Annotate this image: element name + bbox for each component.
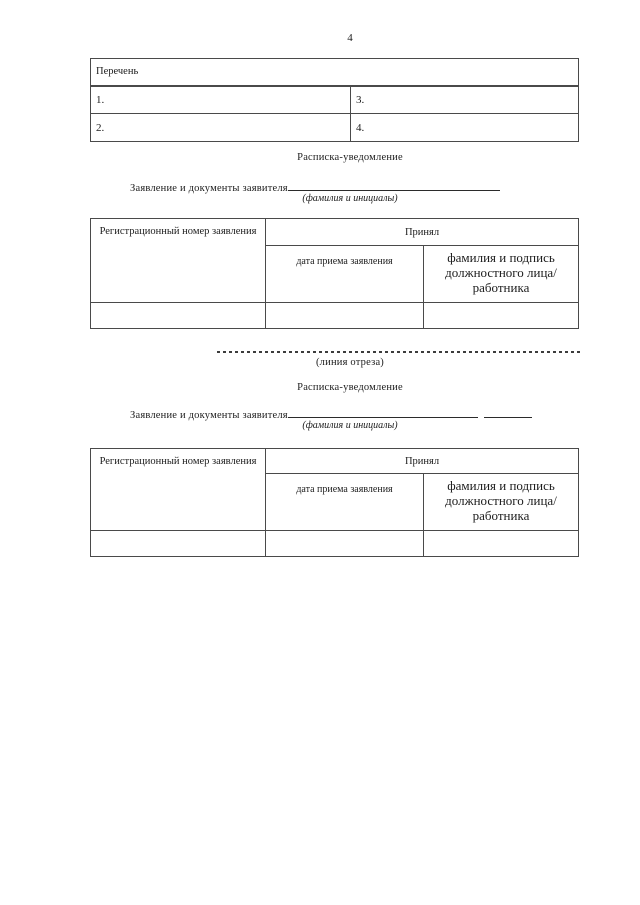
empty-cell: [422, 530, 580, 557]
applicant-hint-2: (фамилия и инициалы): [302, 420, 398, 431]
receipt-table-1: Регистрационный номер заявления Принял д…: [90, 218, 580, 329]
receipt-title-2: Расписка-уведомление: [297, 382, 403, 393]
perechen-row-2: 2. 4.: [90, 113, 579, 142]
empty-cell: [265, 302, 424, 329]
cut-line: [217, 351, 583, 353]
empty-cell: [90, 530, 266, 557]
receipt-2-header-row: Регистрационный номер заявления Принял: [90, 448, 580, 531]
cut-line-label: (линия отреза): [315, 357, 385, 368]
applicant-hint-1: (фамилия и инициалы): [302, 193, 398, 204]
date-header-2: дата приема заявления: [265, 473, 424, 531]
perechen-cell-3: 3.: [350, 85, 579, 114]
registration-number-header-2: Регистрационный номер заявления: [90, 448, 266, 531]
empty-cell: [90, 302, 266, 329]
perechen-cell-1: 1.: [90, 85, 351, 114]
applicant-line-2: Заявление и документы заявителя: [130, 407, 532, 421]
perechen-table: Перечень 1. 3. 2. 4.: [90, 58, 579, 142]
perechen-row-1: 1. 3.: [90, 85, 579, 114]
receipt-2-subheader-row: дата приема заявления фамилия и подпись …: [91, 473, 580, 531]
perechen-header-cell: Перечень: [90, 58, 579, 87]
applicant-label-2: Заявление и документы заявителя: [130, 410, 288, 421]
signature-header-1: фамилия и подпись должностного лица/рабо…: [422, 245, 580, 303]
receipt-table-2: Регистрационный номер заявления Принял д…: [90, 448, 580, 557]
fill-in-blank-1: [287, 180, 500, 191]
applicant-label-1: Заявление и документы заявителя: [130, 183, 288, 194]
receipt-2-entry-row: [90, 530, 580, 557]
accepted-header-1: Принял: [264, 218, 580, 246]
page-number: 4: [347, 32, 353, 44]
signature-header-2: фамилия и подпись должностного лица/рабо…: [422, 473, 580, 531]
perechen-cell-4: 4.: [350, 113, 579, 142]
receipt-1-header-row: Регистрационный номер заявления Принял: [90, 218, 580, 303]
receipt-1-entry-row: [90, 302, 580, 329]
applicant-line-1: Заявление и документы заявителя: [130, 180, 500, 194]
empty-cell: [265, 530, 424, 557]
receipt-title-1: Расписка-уведомление: [297, 152, 403, 163]
perechen-cell-2: 2.: [90, 113, 351, 142]
date-header-1: дата приема заявления: [265, 245, 424, 303]
empty-cell: [422, 302, 580, 329]
fill-in-blank-3: [483, 407, 532, 418]
receipt-1-subheader-row: дата приема заявления фамилия и подпись …: [91, 245, 580, 303]
perechen-header-row: Перечень: [90, 58, 579, 87]
fill-in-blank-2: [287, 407, 478, 418]
accepted-header-2: Принял: [264, 448, 580, 474]
registration-number-header-1: Регистрационный номер заявления: [90, 218, 266, 303]
